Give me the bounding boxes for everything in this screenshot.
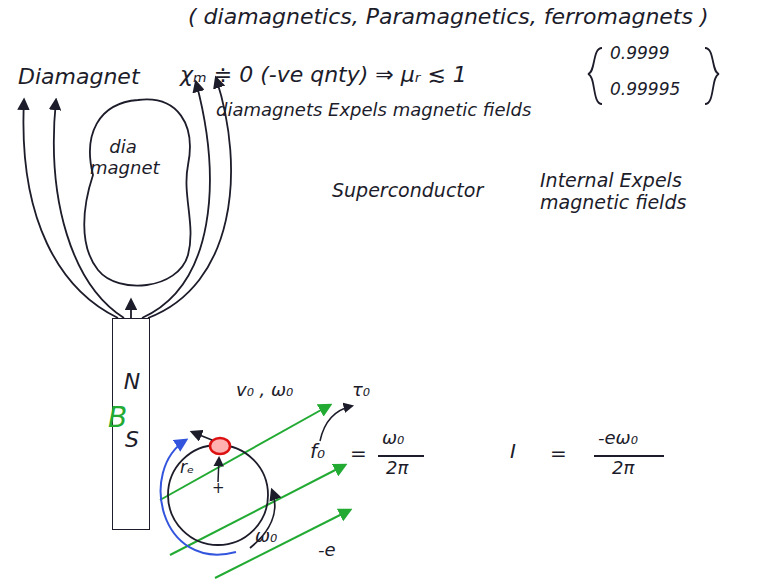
field-lines bbox=[23, 78, 231, 318]
node-text: N bbox=[113, 369, 151, 394]
kidney-outline bbox=[78, 95, 198, 295]
field-symbol: B bbox=[108, 402, 127, 434]
charge-label: -e bbox=[318, 540, 336, 561]
velocity-label: v₀ , ω₀ bbox=[236, 380, 293, 401]
denominator: 2π bbox=[386, 458, 408, 479]
symbol: f₀ bbox=[310, 440, 325, 463]
nucleus-sign: + bbox=[212, 480, 225, 497]
period-label: τ₀ bbox=[352, 380, 370, 401]
note: diamagnets Expels magnetic fields bbox=[216, 100, 531, 121]
angular-label: ω₀ bbox=[255, 526, 277, 547]
equals-sign: = bbox=[550, 442, 567, 465]
note: Internal Expels magnetic fields bbox=[540, 170, 760, 214]
denominator: 2π bbox=[612, 458, 634, 479]
symbol: I bbox=[510, 440, 516, 463]
orbit bbox=[160, 405, 664, 578]
node-text: dia magnet bbox=[90, 137, 156, 178]
heading: ( diamagnetics, Paramagnetics, ferromagn… bbox=[188, 4, 709, 29]
numerator: ω₀ bbox=[382, 428, 404, 449]
term: Diamagnet bbox=[18, 64, 140, 89]
equals-sign: = bbox=[350, 442, 367, 465]
formula: χₘ ≑ 0 (-ve qnty) ⇒ μᵣ ≲ 1 bbox=[180, 62, 467, 87]
radius-label: rₑ bbox=[180, 458, 194, 478]
value: 0.99995 bbox=[610, 80, 680, 100]
numerator: -eω₀ bbox=[598, 428, 638, 449]
value: 0.9999 bbox=[610, 44, 669, 64]
note: Superconductor bbox=[332, 180, 483, 202]
diamagnet-shape: dia magnet bbox=[78, 95, 198, 295]
